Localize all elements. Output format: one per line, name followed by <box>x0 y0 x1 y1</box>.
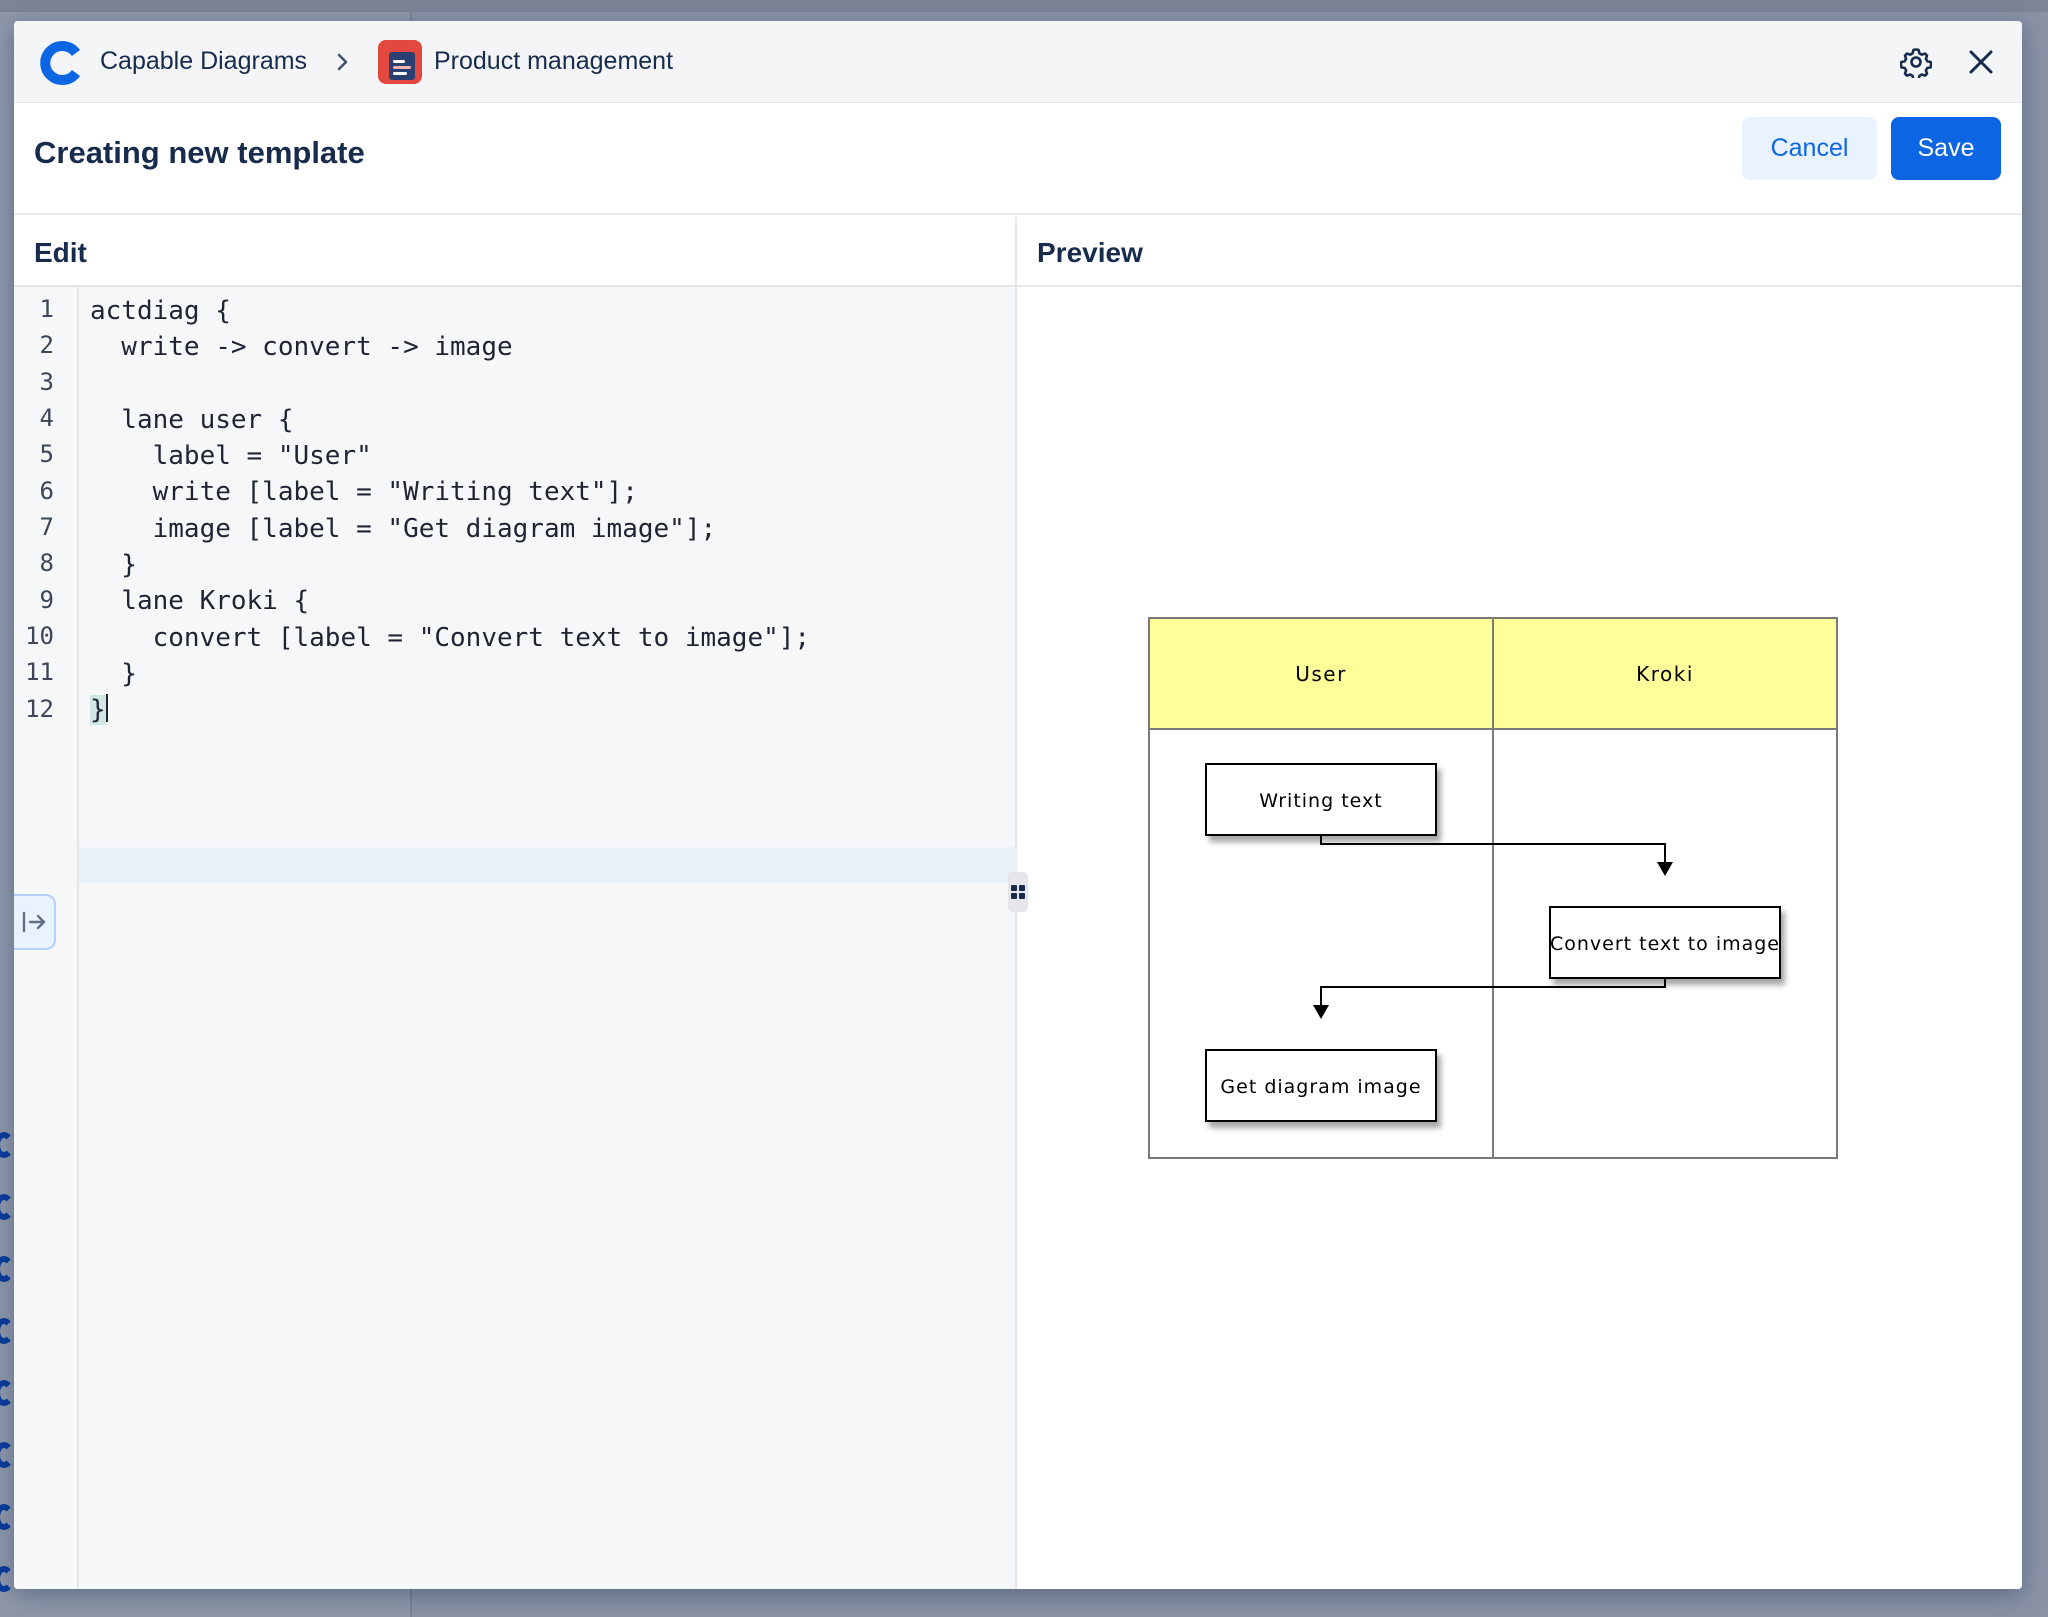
activity-diagram: User Kroki Writing text Convert text to … <box>1148 617 1838 1159</box>
code-editor[interactable]: actdiag { write -> convert -> image lane… <box>90 293 1010 729</box>
code-line[interactable]: } <box>90 550 137 581</box>
edit-pane: Edit 1 2 3 4 5 6 7 8 9 10 11 12 actdiag … <box>14 217 1017 1589</box>
line-number: 8 <box>39 549 54 577</box>
background-app-icon <box>0 1318 14 1344</box>
code-line[interactable]: write -> convert -> image <box>90 332 513 363</box>
settings-button[interactable] <box>1896 42 1936 82</box>
background-app-icon <box>0 1132 14 1158</box>
code-line[interactable]: } <box>90 692 1010 728</box>
lane-label-user: User <box>1295 662 1347 686</box>
line-number: 6 <box>39 477 54 505</box>
line-number: 2 <box>39 331 54 359</box>
background-topbar <box>0 0 2048 12</box>
preview-pane: Preview User Kroki Writing text Convert … <box>1017 217 2022 1589</box>
lane-label-kroki: Kroki <box>1636 662 1694 686</box>
cancel-button[interactable]: Cancel <box>1742 117 1877 180</box>
gear-icon <box>1900 48 1932 78</box>
line-number: 9 <box>39 586 54 614</box>
breadcrumb-app[interactable]: Capable Diagrams <box>100 47 308 75</box>
code-line[interactable]: lane user { <box>90 404 294 435</box>
code-line[interactable] <box>90 366 1010 402</box>
modal-header: Capable Diagrams Product management <box>14 21 2022 103</box>
node-write-label: Writing text <box>1259 790 1382 812</box>
code-line[interactable]: image [label = "Get diagram image"]; <box>90 513 717 544</box>
code-line[interactable]: } <box>90 658 137 689</box>
line-number: 11 <box>25 658 54 686</box>
line-number: 7 <box>39 513 54 541</box>
background-app-icon <box>0 1194 14 1220</box>
space-logo-icon <box>378 40 422 84</box>
node-image <box>1205 1049 1437 1122</box>
collapse-sidebar-button[interactable] <box>14 894 56 950</box>
line-number: 10 <box>25 622 54 650</box>
lane-header-kroki <box>1493 618 1837 729</box>
code-line[interactable]: actdiag { <box>90 293 1010 329</box>
background-app-icon <box>0 1504 14 1530</box>
line-number: 3 <box>39 368 54 396</box>
matched-brace: } <box>90 695 106 726</box>
background-app-icon <box>0 1256 14 1282</box>
background-app-icon <box>0 1380 14 1406</box>
arrowhead <box>1313 1005 1329 1019</box>
code-text: actdiag { <box>90 296 231 326</box>
background-app-icon <box>0 1442 14 1468</box>
node-write <box>1205 763 1437 836</box>
breadcrumb-space[interactable]: Product management <box>434 47 674 75</box>
line-number: 12 <box>25 695 54 723</box>
expand-panel-icon <box>22 911 46 933</box>
preview-pane-title: Preview <box>1037 237 1143 268</box>
line-number: 4 <box>39 404 54 432</box>
line-number: 5 <box>39 440 54 468</box>
active-line-highlight <box>14 847 1017 883</box>
edit-pane-header: Edit <box>14 217 1015 287</box>
edit-pane-title: Edit <box>34 237 87 268</box>
line-number: 1 <box>39 295 54 323</box>
code-line[interactable]: write [label = "Writing text"]; <box>90 477 638 508</box>
capable-diagrams-logo-icon <box>40 41 81 85</box>
code-line[interactable]: label = "User" <box>90 441 372 472</box>
template-editor-modal: Capable Diagrams Product management <box>14 21 2022 1589</box>
background-app-icon <box>0 1566 14 1592</box>
chevron-right-icon <box>337 53 348 71</box>
preview-pane-header: Preview <box>1017 217 2022 287</box>
node-image-label: Get diagram image <box>1220 1076 1421 1098</box>
pane-resize-handle[interactable] <box>1008 872 1028 912</box>
page-title: Creating new template <box>34 135 365 170</box>
close-icon <box>1969 50 1993 74</box>
node-convert <box>1549 906 1781 979</box>
arrowhead <box>1657 862 1673 876</box>
close-button[interactable] <box>1961 42 2001 82</box>
code-line[interactable]: convert [label = "Convert text to image"… <box>90 622 811 653</box>
node-convert-label: Convert text to image <box>1550 933 1780 955</box>
lane-header-user <box>1149 618 1493 729</box>
code-line[interactable]: lane Kroki { <box>90 586 310 617</box>
title-bar: Creating new template Cancel Save <box>14 103 2022 215</box>
text-cursor <box>105 694 108 723</box>
save-button[interactable]: Save <box>1891 117 2001 180</box>
